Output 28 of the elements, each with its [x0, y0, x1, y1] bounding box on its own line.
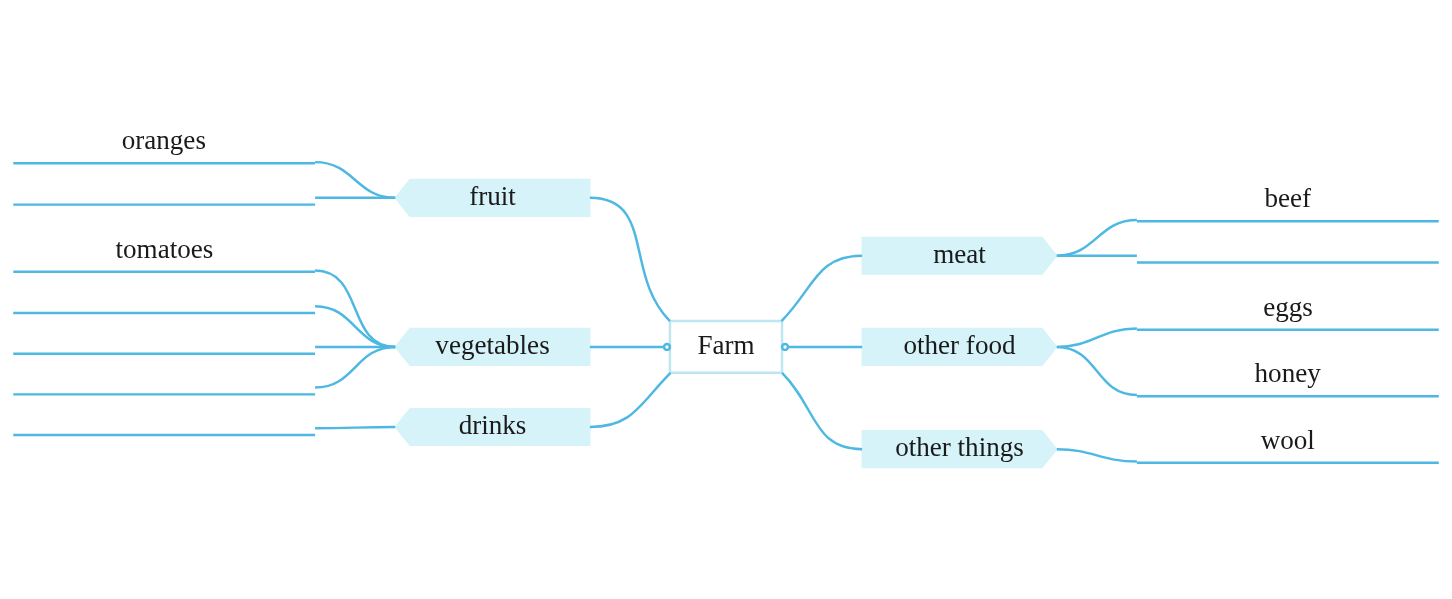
connector: [315, 425, 396, 430]
connector: [781, 372, 863, 451]
connector: [1056, 218, 1137, 257]
connector: [1056, 447, 1137, 463]
node-text: wool: [1260, 424, 1315, 455]
connector: [315, 196, 396, 200]
node-text: tomatoes: [115, 233, 214, 264]
connector: [314, 269, 396, 349]
node-text: eggs: [1263, 291, 1313, 322]
node-line: [13, 393, 316, 396]
connector: [315, 345, 396, 389]
connector: [780, 342, 863, 352]
connector: [589, 196, 671, 322]
connector: [315, 160, 396, 200]
node-line: [13, 352, 316, 355]
node-line: [1136, 261, 1439, 264]
node-text: honey: [1254, 358, 1321, 389]
node-line: [13, 311, 316, 315]
node-text: oranges: [121, 125, 206, 156]
node-box: Farm: [668, 319, 784, 375]
node-line: [13, 433, 316, 437]
node-text: beef: [1264, 183, 1312, 214]
connector: [1056, 345, 1138, 397]
connector: [1056, 254, 1137, 257]
connector: [589, 342, 672, 352]
connector: [589, 371, 672, 429]
node-line: [13, 203, 316, 206]
connector: [780, 254, 863, 322]
